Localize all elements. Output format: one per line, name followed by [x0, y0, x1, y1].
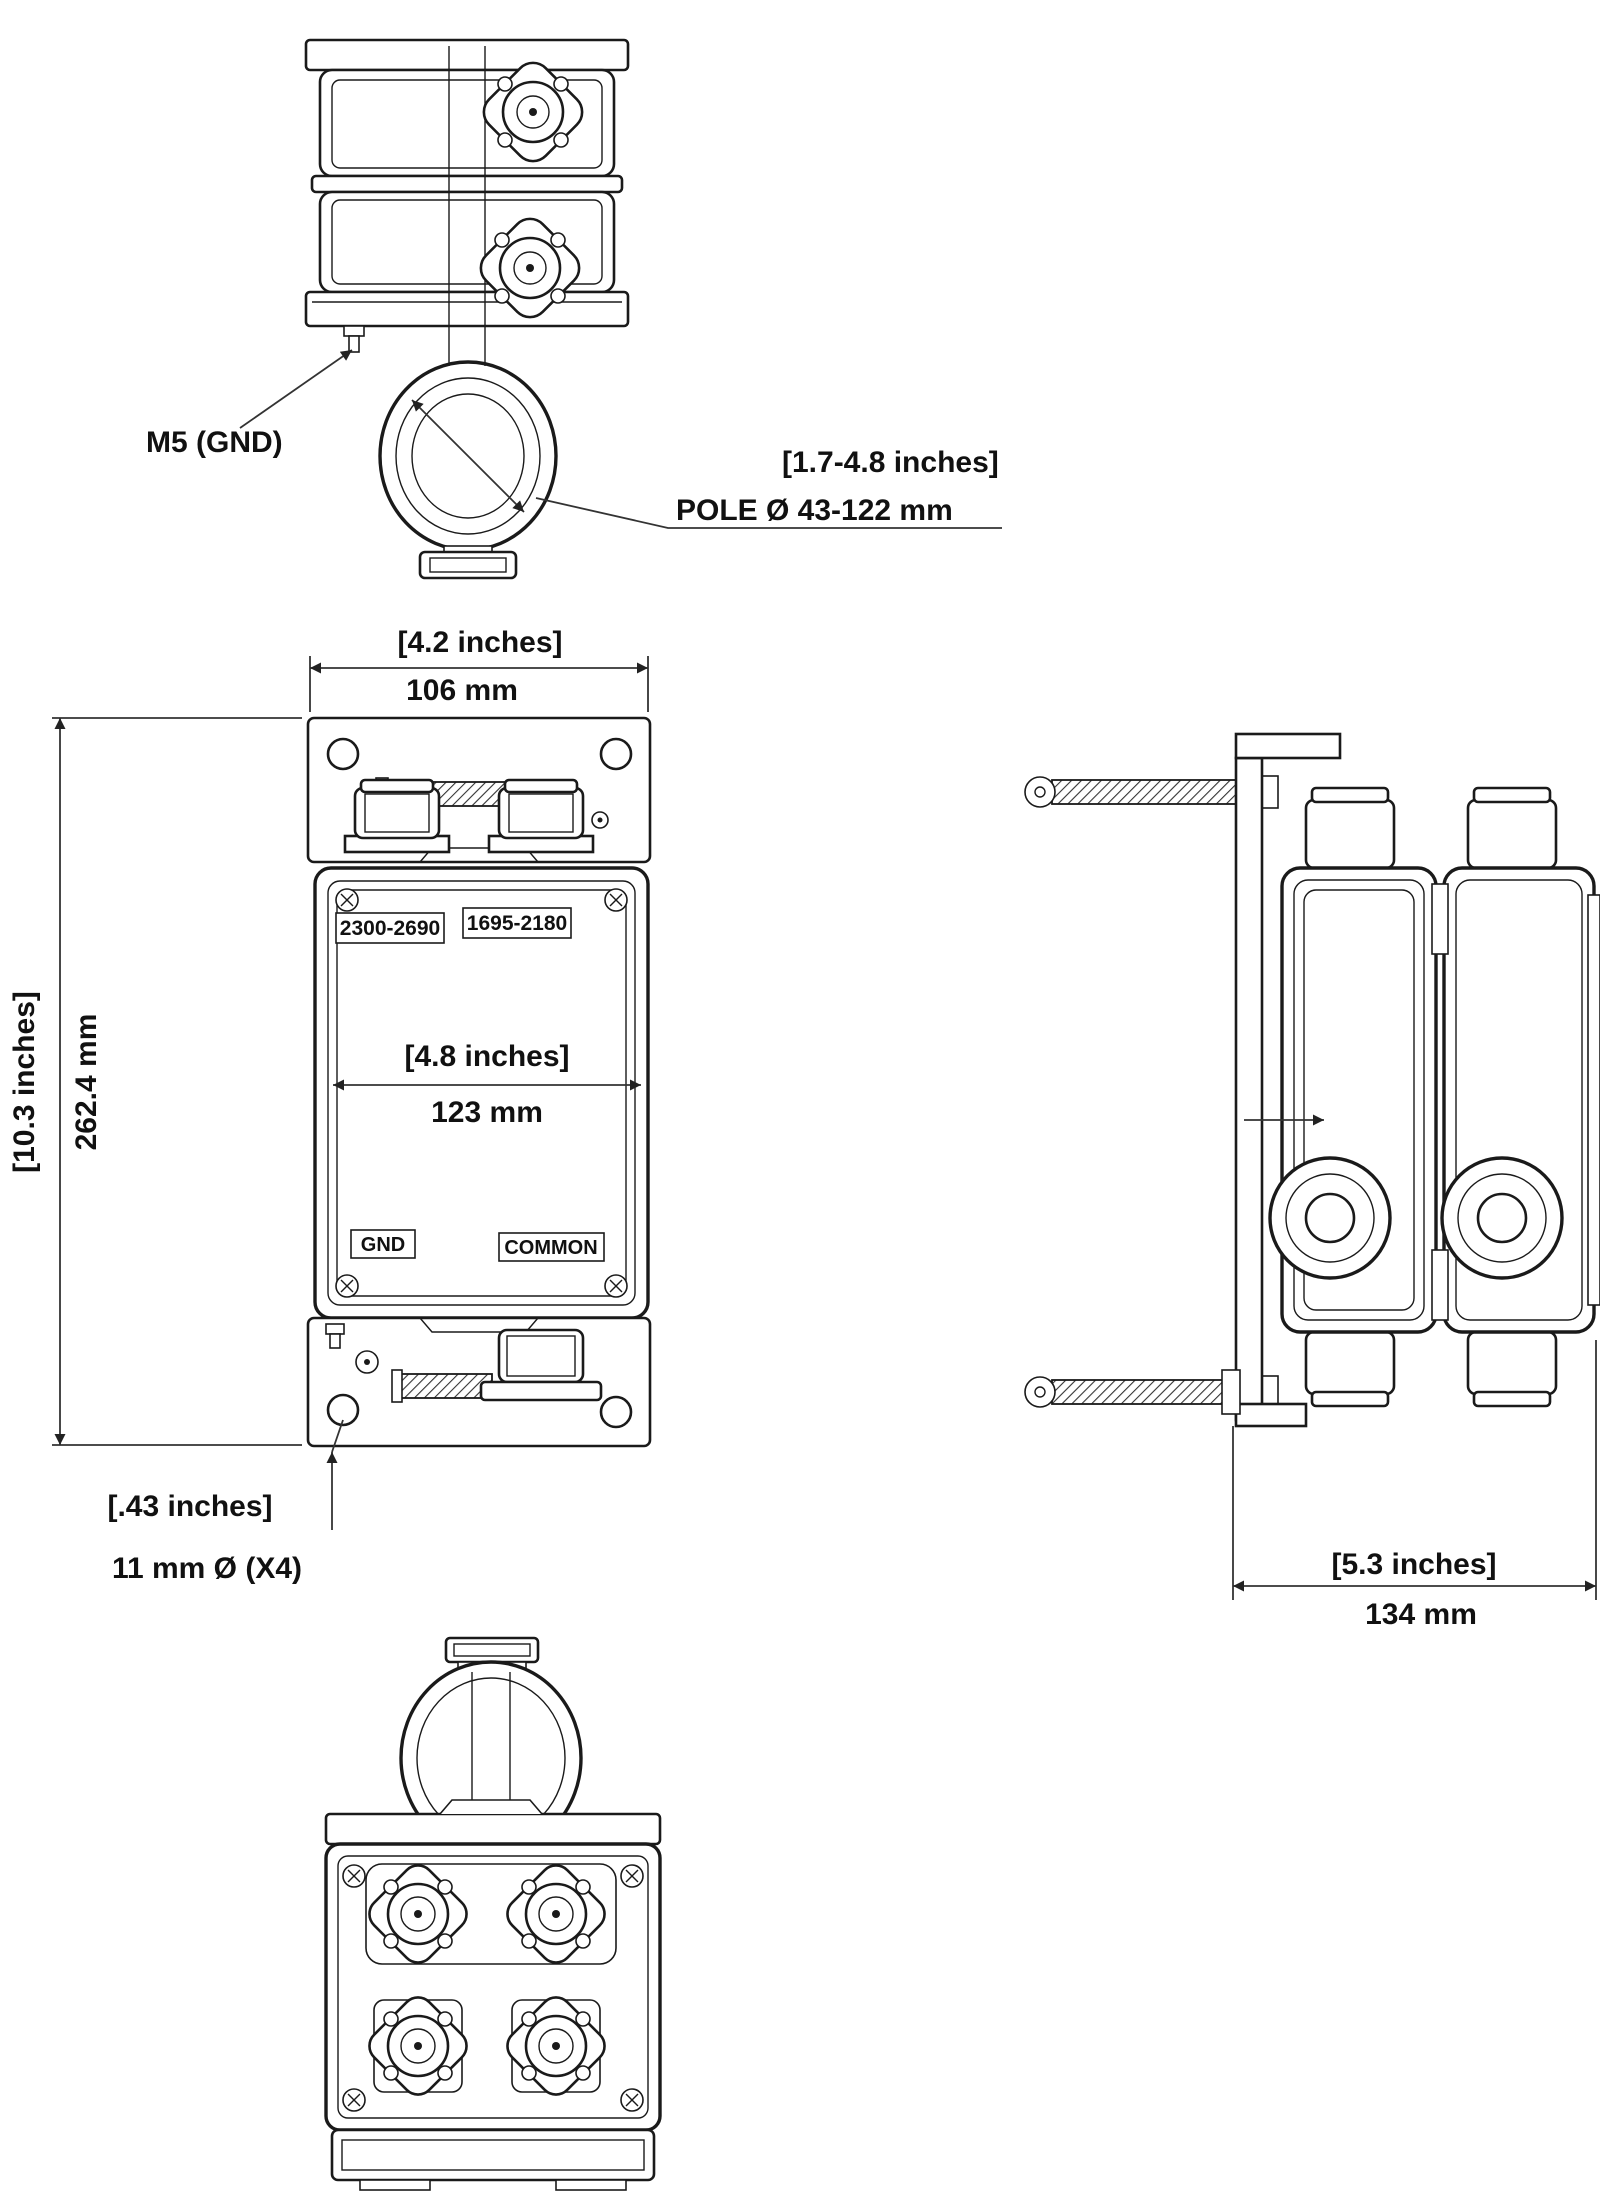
port-label-common: COMMON	[498, 1232, 605, 1262]
port-label-band-right: 1695-2180	[462, 907, 572, 939]
label-height-mm: 262.4 mm	[70, 1014, 103, 1151]
clamp-rod-bottom	[1024, 1375, 1279, 1409]
n-connector-bottom-1	[368, 1864, 468, 1964]
n-connector-bottom-2	[506, 1864, 606, 1964]
n-connector-top-1	[482, 61, 584, 163]
dimension-inner-width: [4.8 inches] 123 mm	[333, 1040, 641, 1129]
mounting-hole	[599, 737, 633, 771]
pole-clamp	[378, 360, 558, 580]
front-bottom-plate	[306, 1316, 652, 1448]
label-pole-range-inches: [1.7-4.8 inches]	[782, 446, 999, 479]
top-view: M5 (GND) [1.7-4.8 inches] POLE Ø 43-122 …	[146, 38, 1002, 580]
bottom-view	[324, 1636, 662, 2191]
label-depth-inches: [5.3 inches]	[1331, 1548, 1496, 1581]
corner-screw	[335, 888, 359, 912]
corner-screw	[620, 2088, 644, 2112]
label-hole-mm: 11 mm Ø (X4)	[112, 1552, 302, 1585]
clamp-threaded-rod	[399, 1373, 493, 1399]
housing-top-view	[304, 38, 630, 366]
front-view: 2300-2690 1695-2180 [4.8 inches] 123 mm …	[8, 626, 652, 1585]
inter-unit-clip	[1431, 883, 1449, 955]
inter-unit-clip	[1431, 1249, 1449, 1321]
label-hole-inches: [.43 inches]	[107, 1490, 272, 1523]
corner-screw	[604, 1274, 628, 1298]
clamp-rod-top	[1024, 775, 1279, 809]
n-connector-top-2	[479, 217, 581, 319]
corner-screw	[604, 888, 628, 912]
label-band-left: 2300-2690	[340, 917, 440, 940]
corner-screw	[335, 1274, 359, 1298]
mounting-hole	[326, 1393, 360, 1427]
label-m5-gnd: M5 (GND)	[146, 426, 283, 459]
front-bottom-connector	[479, 1328, 603, 1402]
label-depth-mm: 134 mm	[1365, 1598, 1477, 1631]
mounting-hole	[599, 1395, 633, 1429]
label-inner-width-mm: 123 mm	[431, 1096, 543, 1129]
label-gnd: GND	[361, 1234, 405, 1256]
m5-bolt-front	[325, 1323, 345, 1335]
mounting-bracket	[1221, 732, 1342, 1428]
port-label-gnd: GND	[350, 1229, 416, 1259]
m5-leader-arrow	[239, 349, 353, 429]
label-inner-width-inches: [4.8 inches]	[404, 1040, 569, 1073]
housing-bottom-view	[324, 1799, 662, 2132]
corner-screw	[620, 1864, 644, 1888]
corner-screw	[342, 2088, 366, 2112]
dimension-width: [4.2 inches] 106 mm	[309, 626, 649, 712]
label-width-mm: 106 mm	[406, 674, 518, 707]
label-common: COMMON	[504, 1237, 597, 1259]
housing-side-unit-2	[1440, 786, 1600, 1408]
front-top-connector-1	[343, 778, 451, 854]
label-band-right: 1695-2180	[467, 912, 567, 935]
mounting-hole	[326, 737, 360, 771]
n-connector-bottom-3	[368, 1996, 468, 2096]
side-view: [5.3 inches] 134 mm	[1024, 732, 1600, 1631]
port-label-band-left: 2300-2690	[335, 912, 445, 944]
pole-leader-line	[535, 497, 1002, 529]
label-height-inches: [10.3 inches]	[8, 991, 41, 1173]
n-connector-bottom-4	[506, 1996, 606, 2096]
m5-ground-bolt	[343, 325, 365, 353]
pole-diameter-arrow	[411, 399, 525, 513]
housing-side-unit-1	[1268, 786, 1438, 1408]
label-width-inches: [4.2 inches]	[397, 626, 562, 659]
label-pole-range-mm: POLE Ø 43-122 mm	[676, 494, 953, 527]
dimension-depth: [5.3 inches] 134 mm	[1232, 1340, 1597, 1631]
dimension-hole: [.43 inches] 11 mm Ø (X4)	[107, 1419, 344, 1585]
front-top-connector-2	[487, 778, 595, 854]
dimension-height: [10.3 inches] 262.4 mm	[8, 717, 302, 1446]
corner-screw	[342, 1864, 366, 1888]
bottom-plate	[330, 2128, 656, 2191]
